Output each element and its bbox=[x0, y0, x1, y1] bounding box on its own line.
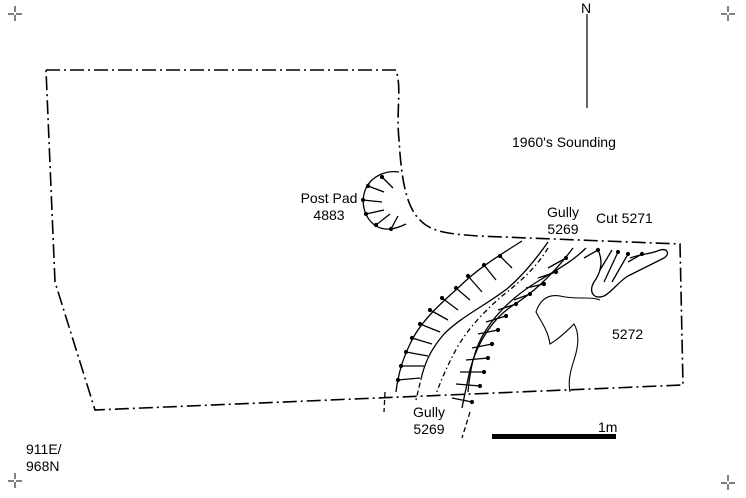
gully-lower-label: Gully 5269 bbox=[404, 404, 454, 438]
scale-bar bbox=[492, 434, 616, 439]
grid-ref-east: 911E/ bbox=[26, 441, 62, 457]
sounding-label: 1960's Sounding bbox=[512, 134, 616, 150]
gully-lower-name: Gully bbox=[413, 404, 445, 420]
context-5272-outline bbox=[535, 295, 601, 393]
cut-5271 bbox=[583, 247, 669, 298]
post-pad-name: Post Pad bbox=[300, 190, 358, 206]
grid-ref-north: 968N bbox=[26, 458, 60, 474]
post-pad-number: 4883 bbox=[313, 207, 345, 223]
gully-upper-name: Gully bbox=[547, 204, 579, 220]
north-label: N bbox=[581, 0, 592, 16]
registration-cross-bl bbox=[8, 473, 22, 488]
gully-lower-number: 5269 bbox=[413, 421, 445, 437]
grid-reference: 911E/ 968N bbox=[26, 441, 62, 475]
cut-label: Cut 5271 bbox=[596, 210, 653, 226]
registration-cross-tr bbox=[721, 6, 735, 21]
registration-cross-br bbox=[721, 475, 735, 490]
context-label: 5272 bbox=[612, 326, 644, 342]
registration-cross-tl bbox=[8, 6, 22, 21]
post-pad-4883 bbox=[360, 170, 407, 232]
gully-upper-number: 5269 bbox=[547, 221, 579, 237]
scale-label: 1m bbox=[598, 419, 618, 435]
post-pad-label: Post Pad 4883 bbox=[296, 190, 362, 224]
gully-upper-label: Gully 5269 bbox=[538, 204, 588, 238]
trench-boundary bbox=[45, 69, 684, 411]
gully-south-edge bbox=[435, 247, 587, 439]
gully-north-edge bbox=[383, 240, 549, 413]
